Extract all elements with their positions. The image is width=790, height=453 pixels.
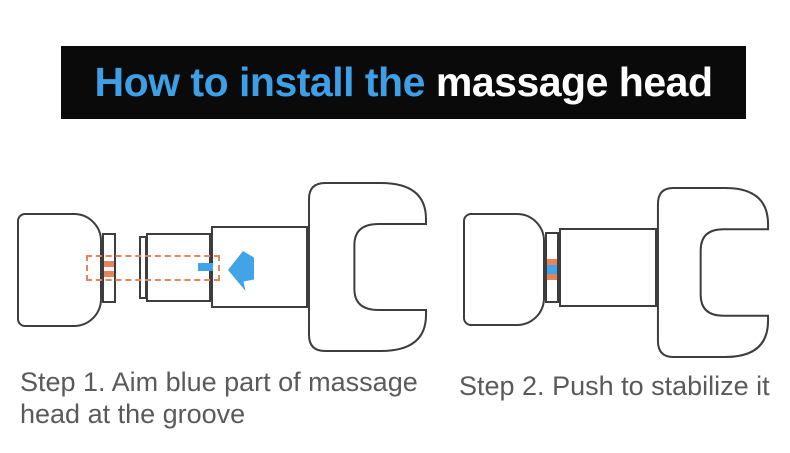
head-stem (102, 233, 116, 303)
fork-handle-outline (658, 188, 768, 357)
title-highlight-text: How to install the (94, 59, 425, 105)
stem-stripe-bottom (104, 271, 114, 277)
collar-stripe-orange-bottom (547, 274, 557, 280)
massage-head-shape (463, 213, 545, 326)
title-normal-text: massage head (435, 59, 713, 105)
step1-caption: Step 1. Aim blue part of massage head at… (20, 367, 418, 429)
push-left-arrow-icon (228, 251, 254, 291)
striped-collar (545, 232, 559, 303)
fork-handle-shape (308, 182, 427, 352)
collar-stripe-orange-top (547, 259, 557, 265)
gun-body (211, 226, 308, 308)
step2-caption: Step 2. Push to stabilize it (459, 371, 770, 401)
fork-handle-outline (309, 183, 426, 351)
blue-groove-tab (198, 263, 213, 271)
alignment-dashed-box (86, 255, 220, 281)
collar-stripe-blue (547, 265, 557, 274)
fork-handle-shape (657, 187, 769, 358)
gun-body (559, 228, 657, 307)
stem-stripe-top (104, 261, 114, 267)
